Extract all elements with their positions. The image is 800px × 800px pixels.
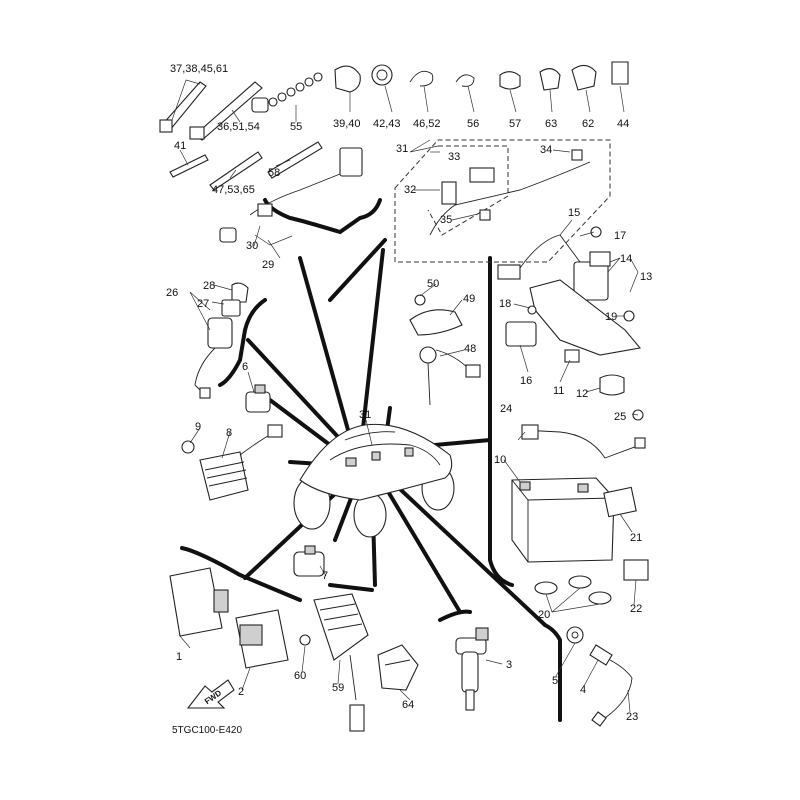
sensor-7 [293,545,325,577]
harness-strip-icon [267,141,323,179]
callout-44: 44 [617,118,629,130]
callout-11: 11 [553,385,564,397]
bracket-sensor [409,294,481,406]
bead-chain-icon [251,72,323,113]
diagram-code: 5TGC100-E420 [172,725,242,736]
callout-33: 33 [448,151,460,163]
callout-labels: 37,38,45,61 36,51,54 55 39,40 42,43 46,5… [166,63,652,736]
sensor-6 [245,384,271,413]
wire-band-icon [409,70,434,87]
callout-55: 55 [290,121,302,133]
callout-18: 18 [499,298,511,310]
callout-5: 5 [552,675,558,687]
top-row-parts [159,61,629,191]
callout-35: 35 [440,214,452,226]
fwd-arrow [186,679,235,709]
callout-57: 57 [509,118,521,130]
callout-36-51-54: 36,51,54 [217,121,260,133]
callout-34: 34 [540,144,552,156]
control-units [169,567,289,669]
callout-23: 23 [626,711,638,723]
clamp-icon-62 [571,64,597,91]
callout-19: 19 [605,311,617,323]
callout-20: 20 [538,609,550,621]
callout-15: 15 [568,207,580,219]
callout-49: 49 [463,293,475,305]
callout-2: 2 [238,686,244,698]
callout-59: 59 [332,682,344,694]
callout-12: 12 [576,388,588,400]
callout-14: 14 [620,253,632,265]
callout-3: 3 [506,659,512,671]
label-21-icon [603,486,637,518]
callout-37-38-45-61: 37,38,45,61 [170,63,228,75]
leader-lines [171,79,639,713]
callout-50: 50 [427,278,439,290]
callout-62: 62 [582,118,594,130]
callout-28: 28 [203,280,215,292]
callout-24: 24 [500,403,512,415]
rectifier-regulator [181,424,283,501]
tie-icon-41 [169,154,209,178]
callout-47-53-65: 47,53,65 [212,184,255,196]
callout-17: 17 [614,230,626,242]
callout-4: 4 [580,684,586,696]
holder-icon [499,71,521,90]
callout-32: 32 [404,184,416,196]
battery [511,477,649,605]
callout-46-52: 46,52 [413,118,441,130]
callout-29: 29 [262,259,274,271]
clip-icon-63 [539,68,561,91]
tie-icon-47 [209,151,263,191]
battery-cable [521,409,646,459]
connector-33-icon [469,167,495,183]
relay-bracket [497,226,642,396]
callout-39-40: 39,40 [333,118,361,130]
hook-icon [455,74,475,87]
callout-21: 21 [630,532,642,544]
relay-64 [377,644,419,691]
clamp-icon [334,65,361,93]
clip-icon-44 [611,61,629,85]
callout-64: 64 [402,699,414,711]
callout-9: 9 [195,421,201,433]
callout-30: 30 [246,240,258,252]
label-22-icon [623,559,649,581]
callout-26: 26 [166,287,178,299]
callout-63: 63 [545,118,557,130]
atv-silhouette [293,423,455,538]
callout-41: 41 [174,140,186,152]
callout-31-center: 31 [359,409,371,421]
callout-22: 22 [630,603,642,615]
wire-harness-box [394,139,611,263]
callout-31-top: 31 [396,143,408,155]
callout-13: 13 [640,271,652,283]
callout-8: 8 [226,427,232,439]
callout-25: 25 [614,411,626,423]
sub-lead-harness [219,147,363,246]
callout-48: 48 [464,343,476,355]
callout-16: 16 [520,375,532,387]
callout-56: 56 [467,118,479,130]
callout-58: 58 [268,167,280,179]
callout-42-43: 42,43 [373,118,401,130]
callout-7: 7 [322,570,328,582]
callout-1: 1 [176,651,182,663]
clip-icon [371,64,393,86]
main-harness-parts [429,149,591,236]
ignition-coil [455,627,489,711]
switch-assembly [194,282,249,399]
callout-10: 10 [494,454,506,466]
callout-60: 60 [294,670,306,682]
callout-27: 27 [197,298,209,310]
spark-plug [566,626,633,727]
callout-6: 6 [242,361,248,373]
cdi-unit [299,593,369,732]
